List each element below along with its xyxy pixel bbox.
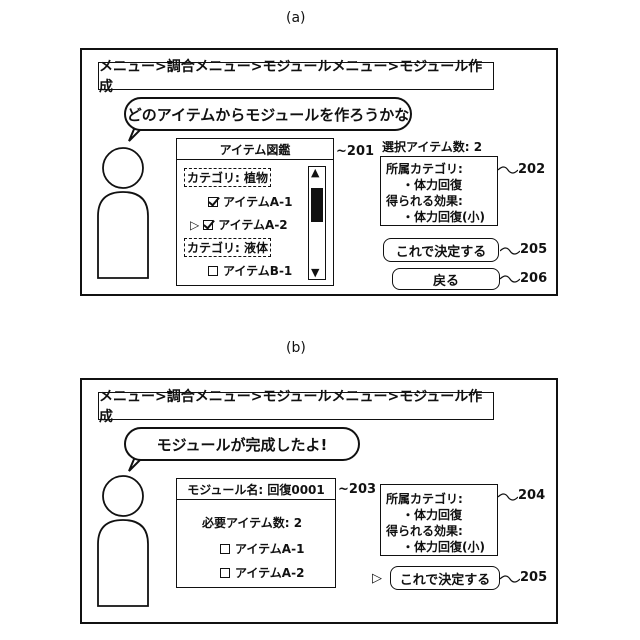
pointer-icon: ▷: [372, 571, 382, 586]
selected-count: 選択アイテム数: 2: [382, 138, 482, 155]
list-item-a2[interactable]: ▷ アイテムA-2: [190, 216, 288, 233]
category-label: カテゴリ: 植物: [184, 168, 271, 187]
breadcrumb-text: メニュー>調合メニュー>モジュールメニュー>モジュール作成: [99, 386, 493, 426]
leader-206: [500, 272, 520, 288]
ref-203: ~203: [338, 482, 376, 497]
item-list-title: アイテム図鑑: [220, 141, 291, 158]
figure-label-b: (b): [286, 340, 306, 356]
info-category-label: 所属カテゴリ:: [386, 490, 463, 507]
ref-201: ~201: [336, 144, 374, 159]
ref-204: 204: [518, 488, 545, 503]
checkbox-empty-icon: [220, 568, 230, 578]
required-count: 必要アイテム数: 2: [202, 514, 302, 531]
checkbox-checked-icon[interactable]: [208, 197, 218, 207]
item-label: アイテムB-1: [223, 262, 292, 279]
category-row-plant[interactable]: カテゴリ: 植物: [184, 168, 271, 187]
leader-205-b: [500, 572, 520, 588]
back-button[interactable]: 戻る: [392, 268, 500, 290]
scroll-up-icon[interactable]: ▲: [311, 166, 319, 179]
item-list-header: アイテム図鑑: [176, 138, 334, 160]
info-category-value: ・体力回復: [402, 506, 462, 523]
breadcrumb-a: メニュー>調合メニュー>モジュールメニュー>モジュール作成: [98, 62, 494, 90]
leader-205-a: [500, 244, 520, 260]
figure-label-a: (a): [286, 10, 306, 26]
speech-bubble-a: どのアイテムからモジュールを作ろうかな: [124, 97, 412, 131]
leader-202: [498, 162, 518, 182]
scroll-thumb[interactable]: [311, 188, 323, 222]
confirm-button-a[interactable]: これで決定する: [383, 238, 499, 262]
info-category-label: 所属カテゴリ:: [386, 160, 463, 177]
checkbox-empty-icon[interactable]: [208, 266, 218, 276]
info-category-value: ・体力回復: [402, 176, 462, 193]
required-item-a2: アイテムA-2: [220, 564, 304, 581]
list-item-b1[interactable]: アイテムB-1: [208, 262, 292, 279]
speech-text: モジュールが完成したよ!: [157, 434, 328, 455]
leader-204: [498, 490, 518, 506]
confirm-label: これで決定する: [396, 241, 487, 260]
speech-text: どのアイテムからモジュールを作ろうかな: [127, 104, 409, 125]
required-item-a1: アイテムA-1: [220, 540, 304, 557]
pointer-icon: ▷: [190, 218, 199, 232]
category-row-liquid[interactable]: カテゴリ: 液体: [184, 238, 271, 257]
ref-206: 206: [520, 271, 547, 286]
confirm-button-b[interactable]: これで決定する: [390, 566, 500, 590]
confirm-label: これで決定する: [400, 569, 491, 588]
ref-205-a: 205: [520, 242, 547, 257]
item-label: アイテムA-1: [223, 193, 292, 210]
category-label: カテゴリ: 液体: [184, 238, 271, 257]
ref-205-b: 205: [520, 570, 547, 585]
ref-202: 202: [518, 162, 545, 177]
item-label: アイテムA-1: [235, 540, 304, 557]
breadcrumb-text: メニュー>調合メニュー>モジュールメニュー>モジュール作成: [99, 56, 493, 96]
checkbox-empty-icon: [220, 544, 230, 554]
item-label: アイテムA-2: [235, 564, 304, 581]
scroll-down-icon[interactable]: ▼: [311, 266, 319, 279]
scrollbar[interactable]: [308, 166, 326, 280]
breadcrumb-b: メニュー>調合メニュー>モジュールメニュー>モジュール作成: [98, 392, 494, 420]
avatar-b: [92, 474, 154, 614]
avatar-a: [92, 146, 154, 286]
back-label: 戻る: [433, 270, 459, 289]
info-effect-value: ・体力回復(小): [402, 208, 485, 225]
info-effect-label: 得られる効果:: [386, 522, 463, 539]
module-name: モジュール名: 回復0001: [187, 481, 325, 498]
list-item-a1[interactable]: アイテムA-1: [208, 193, 292, 210]
item-label: アイテムA-2: [218, 216, 287, 233]
speech-bubble-b: モジュールが完成したよ!: [124, 427, 360, 461]
info-effect-label: 得られる効果:: [386, 192, 463, 209]
info-effect-value: ・体力回復(小): [402, 538, 485, 555]
module-header: モジュール名: 回復0001: [176, 478, 336, 500]
checkbox-checked-icon[interactable]: [203, 220, 213, 230]
